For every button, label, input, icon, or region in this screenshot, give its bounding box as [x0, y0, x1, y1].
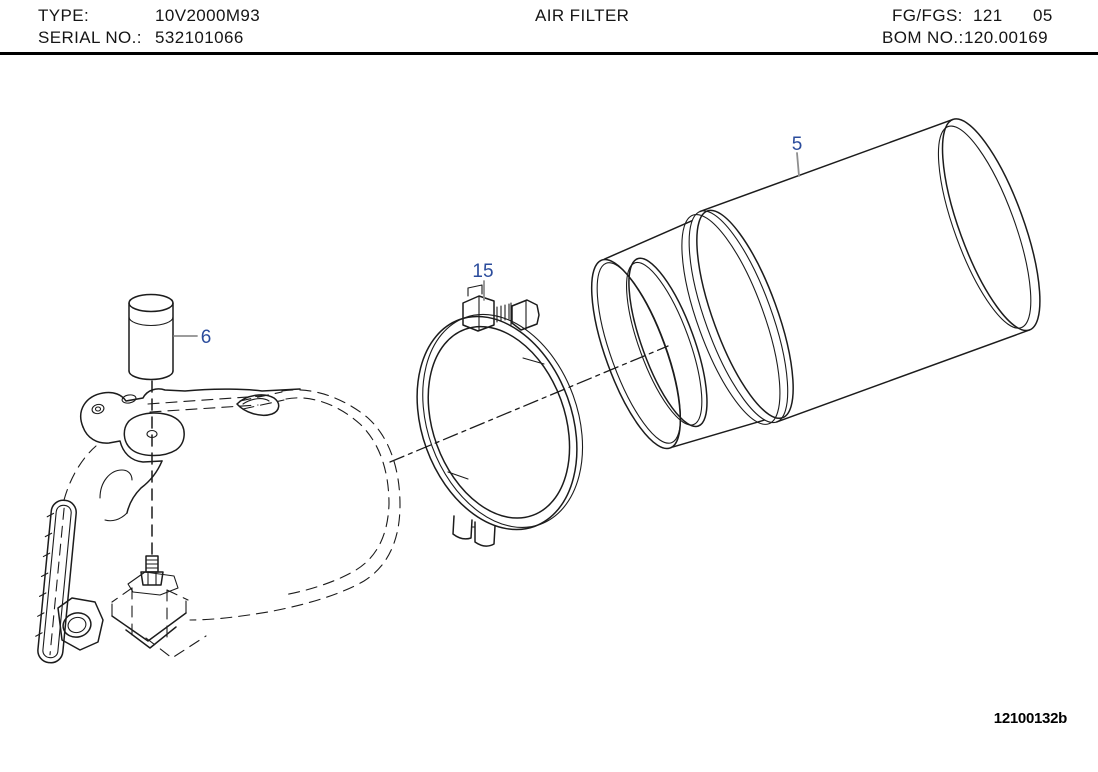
page-title: AIR FILTER	[535, 6, 630, 25]
type-label: TYPE:	[38, 6, 90, 25]
serial-label: SERIAL NO.:	[38, 28, 142, 47]
bom-value: 120.00169	[964, 28, 1048, 47]
bom-label: BOM NO.:	[882, 28, 964, 47]
type-value: 10V2000M93	[155, 6, 261, 25]
callout-5[interactable]: 5	[792, 134, 803, 155]
serial-value: 532101066	[155, 28, 244, 47]
intake-housing-drawing	[35, 380, 401, 664]
leader-5	[796, 152, 800, 177]
filter-cartridge-drawing	[590, 118, 1041, 450]
leader-lines	[173, 152, 800, 337]
plug-drawing	[128, 293, 174, 381]
header-divider	[0, 52, 1098, 55]
fg-sub-value: 05	[1033, 6, 1053, 25]
fg-label: FG/FGS:	[892, 6, 963, 25]
clamp-drawing	[416, 284, 584, 547]
callout-6[interactable]: 6	[201, 327, 212, 348]
fg-value: 121	[973, 6, 1003, 25]
figure-code: 12100132b	[993, 710, 1068, 727]
callout-15[interactable]: 15	[472, 261, 493, 282]
